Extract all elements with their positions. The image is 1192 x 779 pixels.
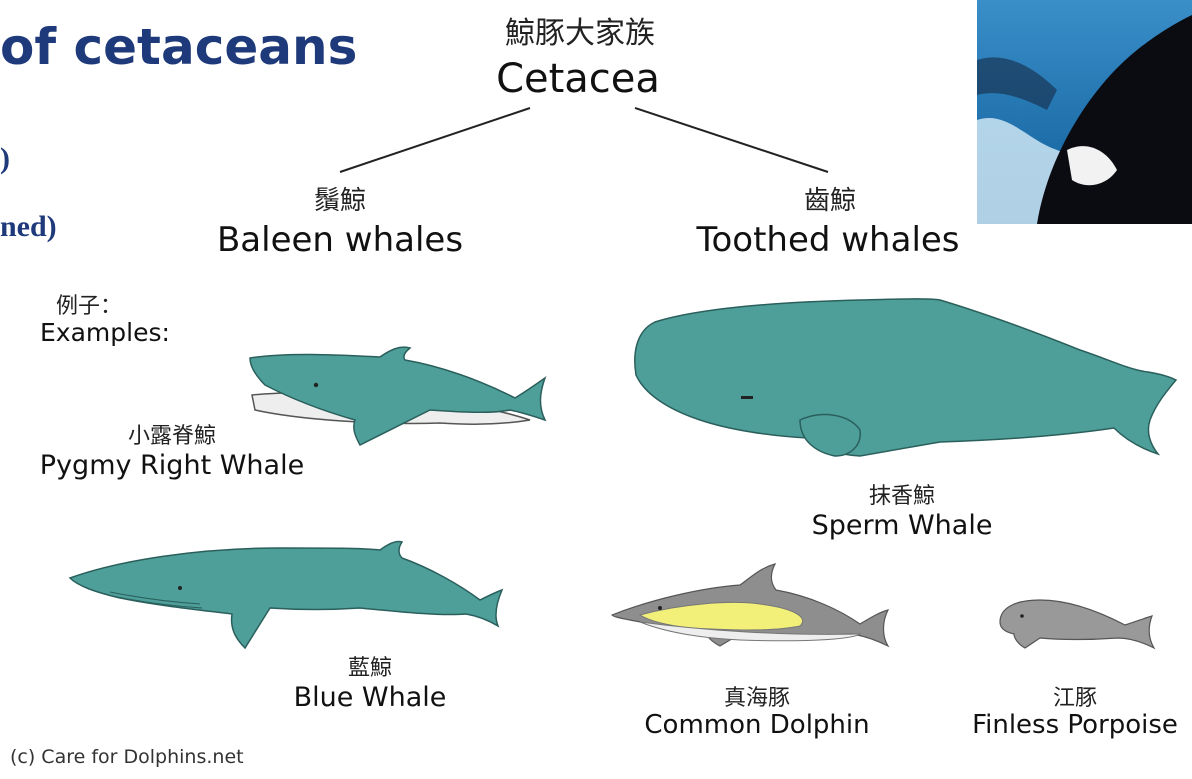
baleen-label-cn: 鬚鯨 <box>314 180 366 217</box>
species-label-en: Blue Whale <box>294 682 447 713</box>
orca-photo <box>977 0 1192 224</box>
finless-porpoise-illustration <box>1000 600 1154 648</box>
root-label-cn: 鯨豚大家族 <box>505 8 655 52</box>
species-label-cn: 抹香鯨 <box>869 478 935 510</box>
examples-label-en: Examples: <box>40 318 170 347</box>
species-label-en: Pygmy Right Whale <box>40 450 304 481</box>
species-label-cn: 藍鯨 <box>348 650 392 682</box>
credit-text: (c) Care for Dolphins.net <box>10 746 244 768</box>
baleen-label-en: Baleen whales <box>217 220 463 260</box>
root-label-en: Cetacea <box>496 56 660 102</box>
toothed-label-cn: 齒鯨 <box>804 180 856 217</box>
branch-line-baleen <box>340 108 530 172</box>
toothed-label-en: Toothed whales <box>696 220 959 260</box>
species-label-cn: 小露脊鯨 <box>128 418 216 450</box>
species-label-en: Finless Porpoise <box>972 710 1178 740</box>
species-label-cn: 真海豚 <box>724 680 790 712</box>
blue-whale-illustration <box>70 541 502 648</box>
species-label-en: Sperm Whale <box>812 510 993 541</box>
sperm-whale-illustration <box>635 299 1176 456</box>
examples-label-cn: 例子： <box>56 288 122 320</box>
species-label-en: Common Dolphin <box>644 710 869 740</box>
branch-line-toothed <box>635 108 828 172</box>
common-dolphin-illustration <box>612 564 888 646</box>
species-label-cn: 江豚 <box>1053 680 1097 712</box>
pygmy-right-whale-illustration <box>250 347 545 445</box>
